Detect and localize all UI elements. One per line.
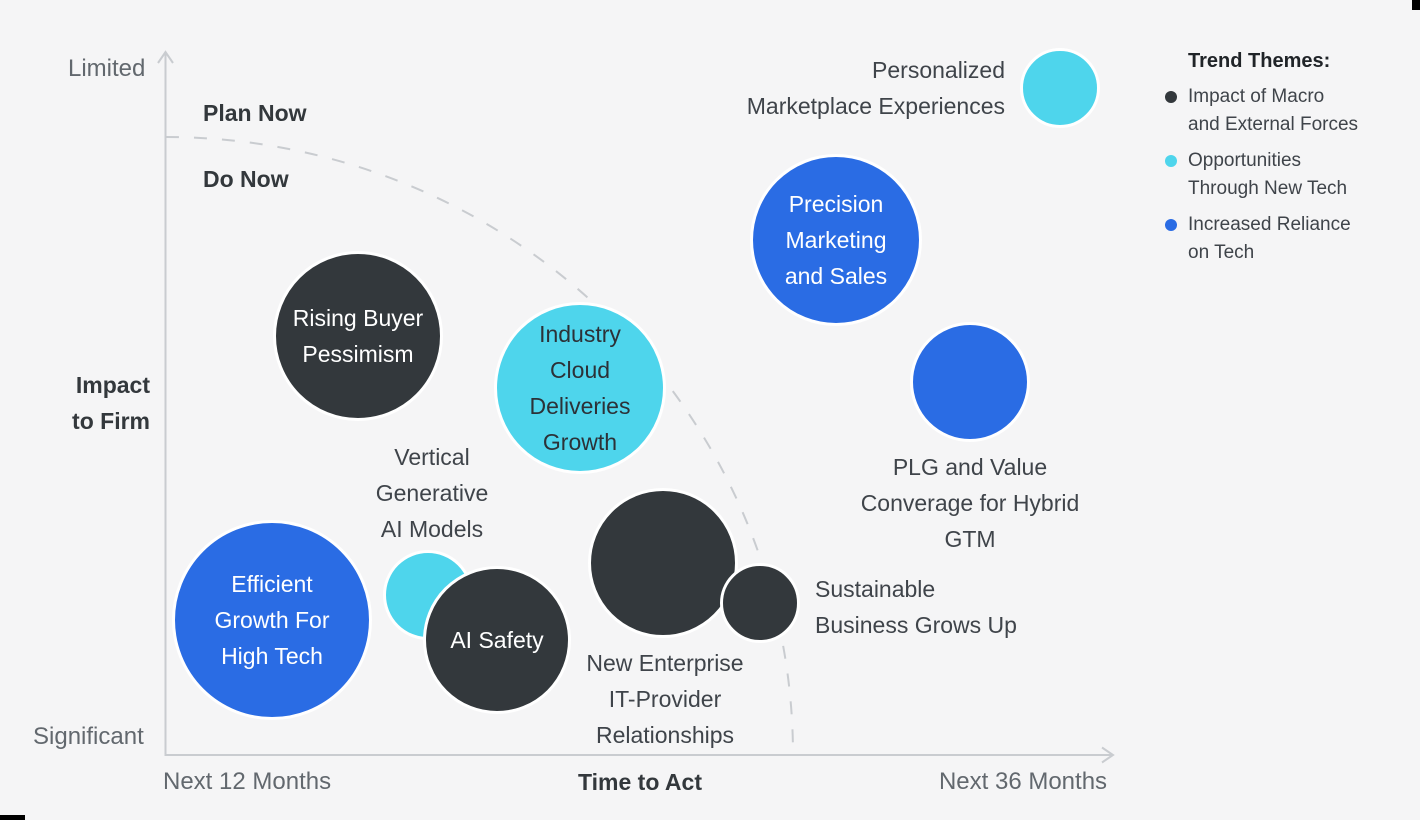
bubble-new-enterprise-it-provider-relationships: [588, 488, 738, 638]
legend-dot-macro-icon: [1165, 91, 1177, 103]
y-axis-arrow-icon: [157, 50, 174, 64]
y-axis-top-label: Limited: [68, 55, 146, 82]
legend-title: Trend Themes:: [1188, 50, 1331, 72]
legend-dot-tech-icon: [1165, 219, 1177, 231]
legend: Trend Themes: Impact of Macro and Extern…: [1165, 47, 1415, 275]
bubble-precision-marketing-and-sales: Precision Marketing and Sales: [750, 154, 922, 326]
bubble-label-vertical-generative-ai-models: Vertical Generative AI Models: [375, 444, 489, 542]
x-axis-title: Time to Act: [578, 769, 702, 795]
action-boundary-dashed-curve: [165, 136, 794, 756]
region-label-plan-now: Plan Now: [203, 100, 307, 126]
bubble-label-ai-safety: AI Safety: [450, 627, 544, 653]
legend-label-macro: Impact of Macro and External Forces: [1188, 86, 1359, 135]
legend-item-tech: Increased Reliance on Tech: [1165, 211, 1415, 267]
screenshot-artifact-bottom-left: [0, 815, 25, 820]
bubble-label-efficient-growth-for-high-tech: Efficient Growth For High Tech: [214, 571, 330, 669]
bubble-ai-safety: AI Safety: [423, 566, 571, 714]
bubble-label-industry-cloud-deliveries-growth: Industry Cloud Deliveries Growth: [529, 321, 631, 455]
legend-item-macro: Impact of Macro and External Forces: [1165, 83, 1415, 139]
bubble-personalized-marketplace-experiences: [1020, 48, 1100, 128]
legend-item-newtech: Opportunities Through New Tech: [1165, 147, 1415, 203]
legend-label-tech: Increased Reliance on Tech: [1188, 214, 1351, 263]
bubble-label-sustainable-business-grows-up: Sustainable Business Grows Up: [815, 576, 1017, 638]
bubble-label-personalized-marketplace-experiences: Personalized Marketplace Experiences: [746, 57, 1005, 119]
bubble-sustainable-business-grows-up: [720, 563, 800, 643]
bubble-label-new-enterprise-it-provider-relationships: New Enterprise IT-Provider Relationships: [586, 650, 744, 748]
x-axis-arrow-icon: [1101, 746, 1115, 764]
bubble-plg-and-value-converage-for-hybrid-gtm: [910, 322, 1030, 442]
x-axis-min-label: Next 12 Months: [163, 768, 332, 795]
region-label-do-now: Do Now: [203, 166, 289, 192]
y-axis-title: Impact to Firm: [72, 372, 150, 434]
screenshot-artifact-top-right: [1412, 0, 1420, 10]
bubble-label-rising-buyer-pessimism: Rising Buyer Pessimism: [292, 305, 424, 367]
bubble-rising-buyer-pessimism: Rising Buyer Pessimism: [273, 251, 443, 421]
bubble-efficient-growth-for-high-tech: Efficient Growth For High Tech: [172, 520, 372, 720]
x-axis-max-label: Next 36 Months: [938, 768, 1108, 795]
bubble-label-precision-marketing-and-sales: Precision Marketing and Sales: [784, 191, 888, 289]
bubble-industry-cloud-deliveries-growth: Industry Cloud Deliveries Growth: [494, 302, 666, 474]
y-axis-bottom-label: Significant: [33, 723, 144, 750]
legend-dot-newtech-icon: [1165, 155, 1177, 167]
bubble-label-plg-and-value-converage-for-hybrid-gtm: PLG and Value Converage for Hybrid GTM: [860, 454, 1080, 552]
legend-label-newtech: Opportunities Through New Tech: [1188, 150, 1348, 199]
